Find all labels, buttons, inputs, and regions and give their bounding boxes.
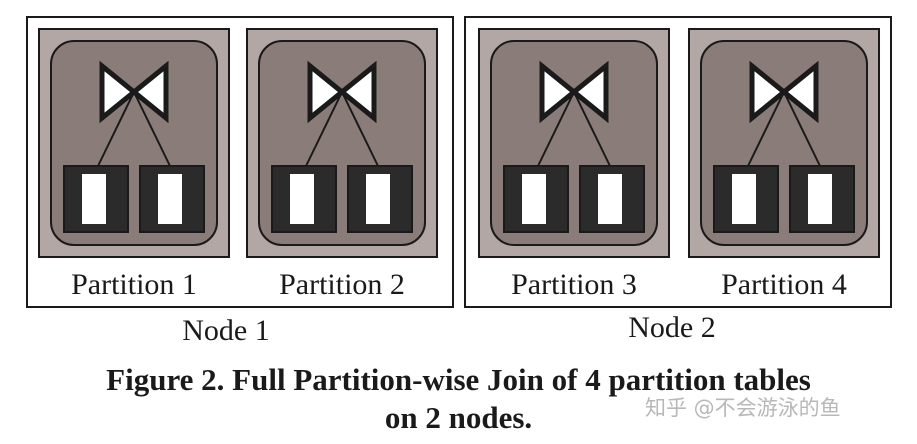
node-1-label: Node 1 [182, 314, 270, 347]
join-edge-right [573, 91, 611, 167]
node-2-box: Partition 3 Partition 4 [464, 16, 892, 308]
join-edge-left [305, 91, 343, 167]
partition-1 [38, 28, 230, 258]
table-partition-icon [503, 165, 569, 233]
bowtie-join-icon [749, 60, 819, 124]
table-partition-icon [347, 165, 413, 233]
partition-1-label: Partition 1 [71, 268, 197, 301]
bowtie-join-icon [539, 60, 609, 124]
table-partition-icon [139, 165, 205, 233]
table-partition-icon [579, 165, 645, 233]
partition-1-join-diagram [63, 60, 205, 233]
node-1-box: Partition 1 Partition 2 [26, 16, 454, 308]
figure-caption-line-1: Figure 2. Full Partition-wise Join of 4 … [106, 362, 811, 397]
partition-3-label: Partition 3 [511, 268, 637, 301]
join-edge-right [783, 91, 821, 167]
figure-caption-line-2: on 2 nodes. [384, 400, 533, 435]
node-2-label: Node 2 [628, 311, 716, 344]
table-partition-icon [63, 165, 129, 233]
partition-3 [478, 28, 670, 258]
table-partition-icon [713, 165, 779, 233]
table-partition-icon [271, 165, 337, 233]
partition-2 [246, 28, 438, 258]
join-edge-right [341, 91, 379, 167]
bowtie-join-icon [307, 60, 377, 124]
join-edge-left [747, 91, 785, 167]
join-edge-left [97, 91, 135, 167]
partition-4-label: Partition 4 [721, 268, 847, 301]
table-partition-icon [789, 165, 855, 233]
partition-2-label: Partition 2 [279, 268, 405, 301]
join-edge-right [133, 91, 171, 167]
partition-4 [688, 28, 880, 258]
join-edge-left [537, 91, 575, 167]
partition-4-join-diagram [713, 60, 855, 233]
partition-2-join-diagram [271, 60, 413, 233]
partition-3-join-diagram [503, 60, 645, 233]
bowtie-join-icon [99, 60, 169, 124]
watermark: 知乎 @不会游泳的鱼 [645, 396, 841, 420]
